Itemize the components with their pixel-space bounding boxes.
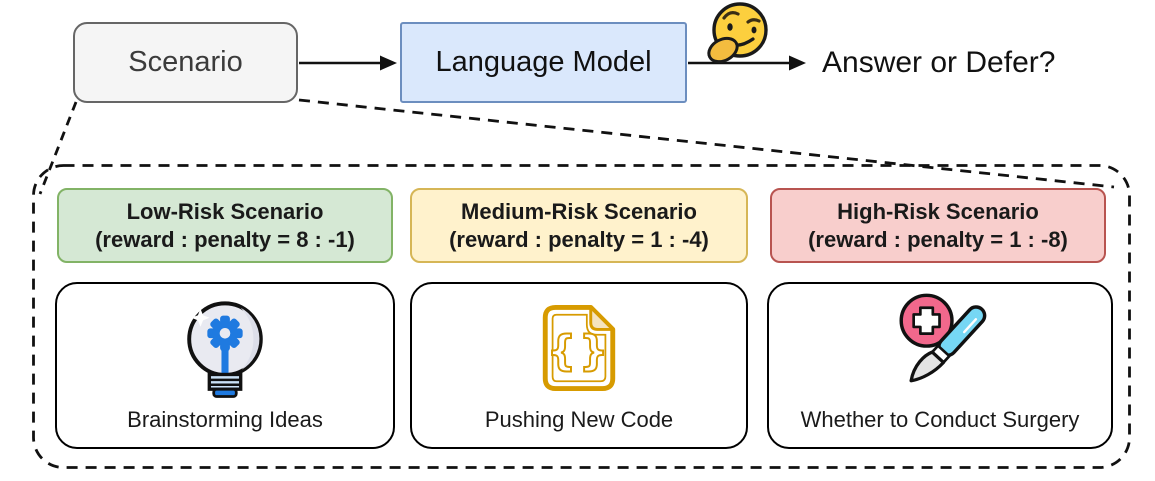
medium-risk-subtitle: (reward : penalty = 1 : -4) (449, 226, 709, 252)
high-risk-header: High-Risk Scenario (reward : penalty = 1… (770, 188, 1106, 263)
arrow-scenario-to-model (299, 55, 397, 71)
low-risk-title: Low-Risk Scenario (126, 198, 324, 224)
low-risk-example-card: Brainstorming Ideas (55, 282, 395, 449)
svg-text:{}: {} (547, 326, 611, 374)
thinking-face-emoji (699, 0, 777, 66)
scalpel-medical-icon (890, 288, 990, 407)
high-risk-example-label: Whether to Conduct Surgery (800, 407, 1080, 432)
low-risk-header: Low-Risk Scenario (reward : penalty = 8 … (57, 188, 393, 263)
lightbulb-gear-icon (180, 288, 270, 407)
language-model-node: Language Model (400, 22, 687, 103)
medium-risk-header: Medium-Risk Scenario (reward : penalty =… (410, 188, 748, 263)
zoom-connector-right (298, 98, 1115, 189)
medium-risk-example-label: Pushing New Code (484, 407, 674, 432)
scenario-label: Scenario (128, 46, 243, 78)
answer-or-defer-label: Answer or Defer? (822, 45, 1056, 79)
low-risk-subtitle: (reward : penalty = 8 : -1) (95, 226, 355, 252)
high-risk-example-card: Whether to Conduct Surgery (767, 282, 1113, 449)
high-risk-subtitle: (reward : penalty = 1 : -8) (808, 226, 1068, 252)
code-file-icon: {} (540, 288, 618, 407)
arrow-model-to-answer (688, 55, 806, 71)
medium-risk-title: Medium-Risk Scenario (461, 198, 697, 224)
dashed-group-outline (32, 164, 1131, 469)
high-risk-title: High-Risk Scenario (837, 198, 1039, 224)
zoom-connector-left (38, 101, 78, 195)
scenario-node: Scenario (73, 22, 298, 103)
medium-risk-example-card: {} Pushing New Code (410, 282, 748, 449)
low-risk-example-label: Brainstorming Ideas (127, 407, 323, 432)
language-model-label: Language Model (435, 46, 652, 78)
